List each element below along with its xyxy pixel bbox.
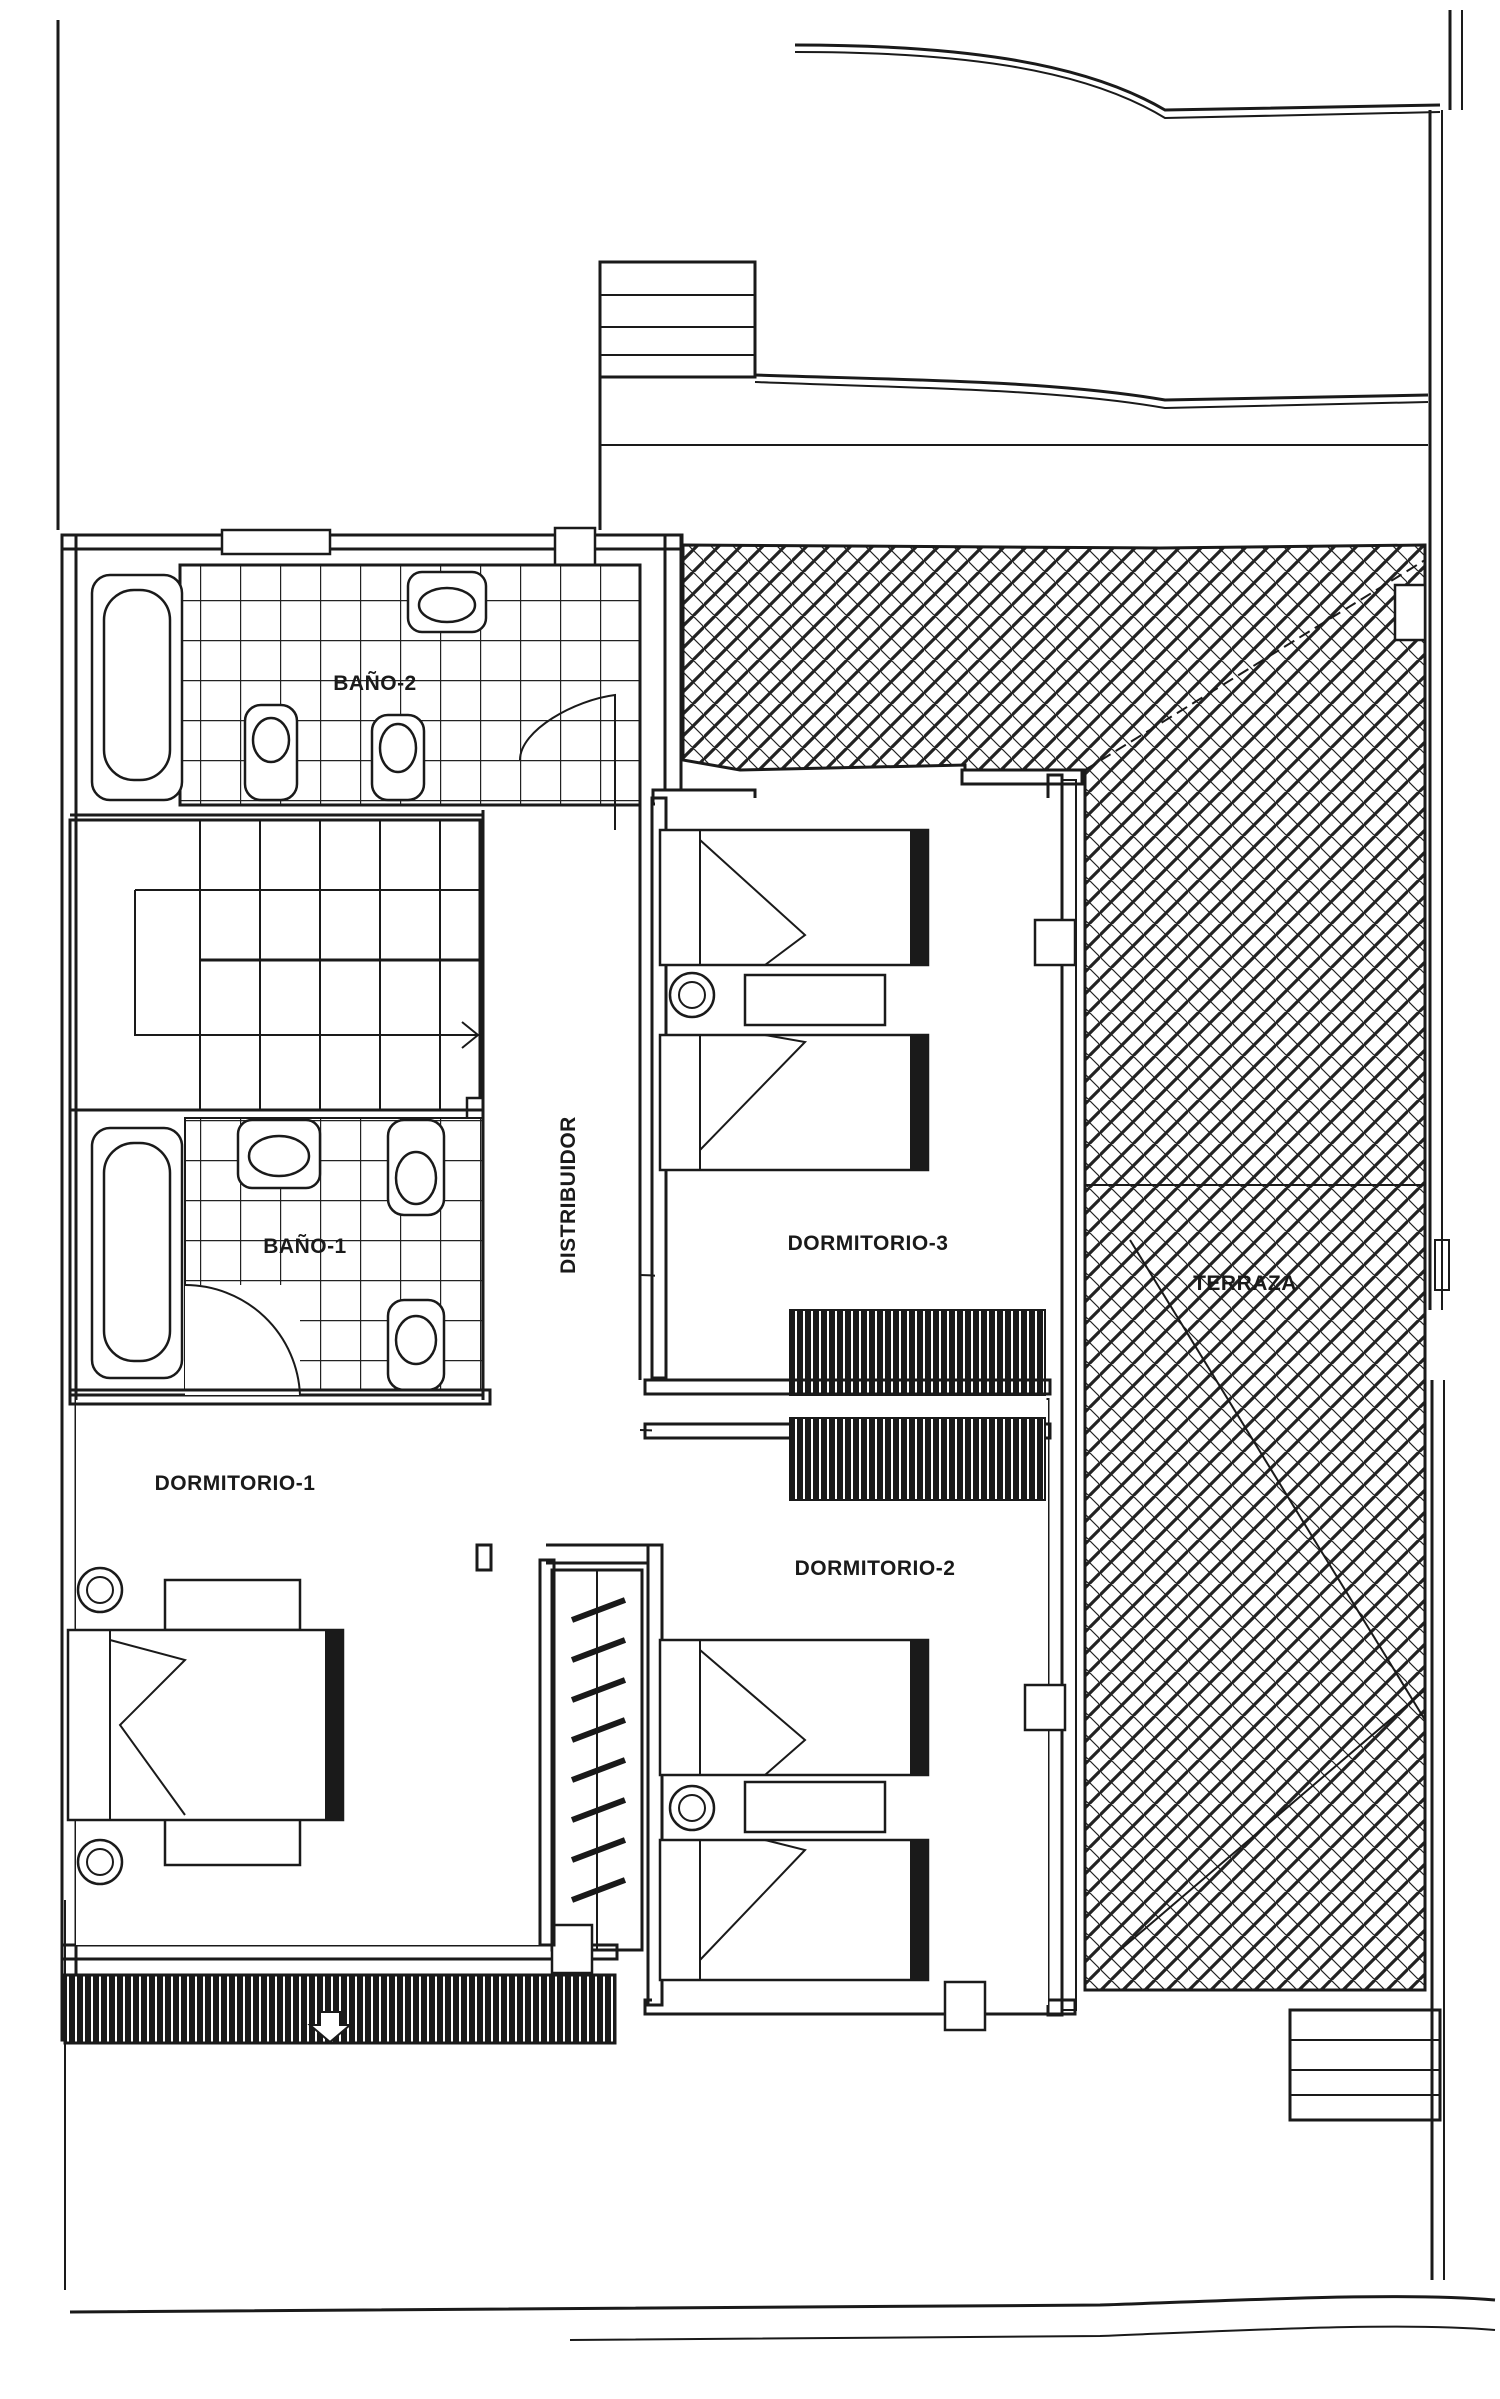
staircase: [68, 813, 510, 1148]
room-label-distribuidor: DISTRIBUIDOR: [557, 1116, 580, 1274]
room-label-terraza: TERRAZA: [1193, 1272, 1297, 1295]
entrance-steps-top: [598, 260, 1428, 530]
wardrobe: [550, 1568, 644, 1975]
room-label-bano-1: BAÑO-1: [263, 1235, 347, 1258]
bedroom-2: DORMITORIO-2: [643, 1378, 1067, 2032]
terrace-floor: [681, 543, 1427, 1992]
terrace-posts: [1393, 583, 1450, 1291]
bathroom-2: BAÑO-2: [90, 563, 642, 807]
bathroom-1: BAÑO-1: [68, 1108, 492, 1397]
room-label-bano-2: BAÑO-2: [333, 672, 417, 695]
bedroom-3: DORMITORIO-3: [650, 796, 1077, 1398]
site-outline: [56, 10, 1496, 2341]
room-label-dormitorio-2: DORMITORIO-2: [795, 1557, 956, 1580]
bedroom-1: DORMITORIO-1: [66, 1388, 556, 1947]
room-label-dormitorio-1: DORMITORIO-1: [155, 1472, 316, 1495]
room-label-dormitorio-3: DORMITORIO-3: [788, 1232, 949, 1255]
